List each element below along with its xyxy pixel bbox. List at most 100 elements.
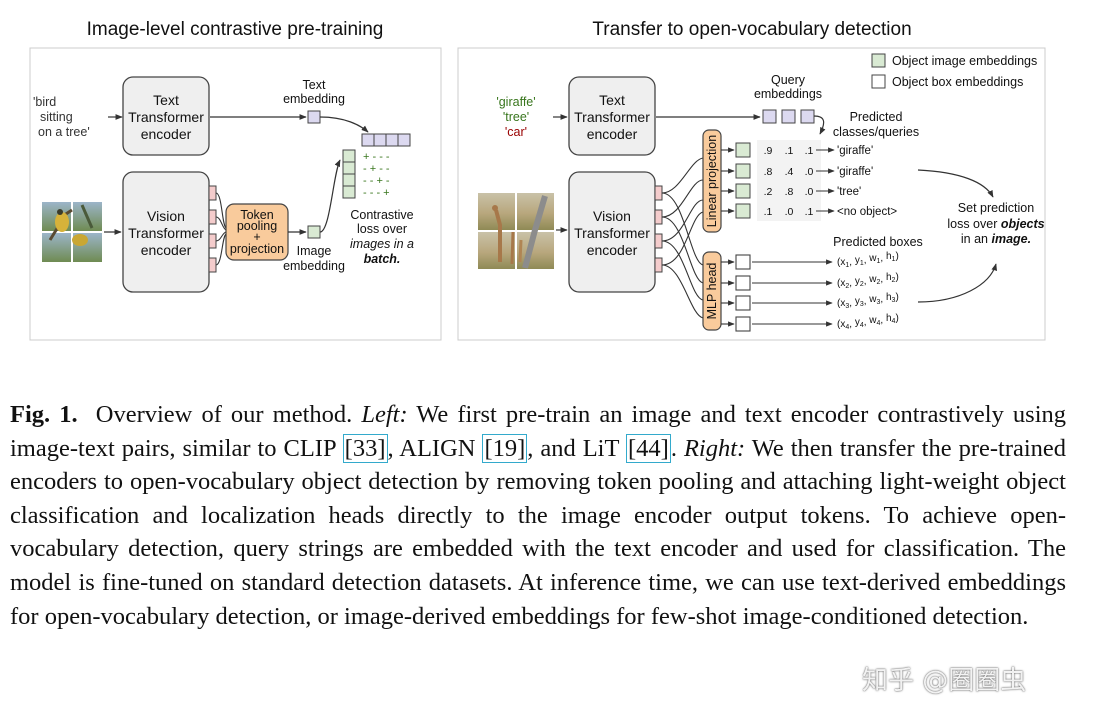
image-embedding-label: Image [297,244,332,258]
caption-left-label: Left: [361,401,408,428]
vision-encoder-label: Vision [593,208,631,224]
bird-image-patches [42,202,102,262]
predicted-box-coords: (x1, y1, w1, h1) [837,251,899,269]
left-vision-encoder [122,171,210,293]
arrow-queries-to-scores [813,115,826,135]
predicted-box-coords: (x3, y3, w3, h3) [837,292,899,310]
similarity-matrix-row: - - + - [363,175,390,187]
giraffe-image-patches [478,193,554,269]
similarity-matrix-row: - - - + [363,187,390,199]
predicted-class-label: <no object> [837,206,897,218]
input-text-line: on a tree' [38,125,90,139]
contrastive-note: loss over [357,222,407,236]
token-pooling-label: + [253,230,260,244]
predicted-box-coords: (x2, y2, w2, h2) [837,272,899,290]
token-connector [215,231,227,242]
vision-encoder-label: Transformer [574,225,650,241]
predicted-class-label: 'giraffe' [837,166,873,178]
set-loss-part: in an [961,232,992,246]
query-embeddings-label: Query [771,73,806,87]
token-connector [215,192,227,229]
predicted-box-coords: (x4, y4, w4, h4) [837,313,899,331]
image-embedding-label: embedding [283,259,345,273]
query-embedding-squares [762,109,815,124]
class-score: .0 [805,186,814,198]
set-loss-label: Set prediction [958,201,1034,215]
contrastive-note: images in a [350,237,414,251]
right-vision-encoder [568,171,656,293]
token-pooling-label: pooling [237,219,277,233]
input-caption-text: 'bird sitting on a tree' [33,95,90,139]
predicted-classes-title: classes/queries [833,125,919,139]
set-loss-part: loss over [947,217,1001,231]
citation-link[interactable]: [44] [626,433,671,463]
text-encoder-label: Text [153,92,179,108]
set-loss-emph: image. [991,232,1031,246]
right-text-encoder [568,76,656,156]
set-loss-label: loss over objects [947,217,1044,231]
query-string: 'tree' [503,110,529,124]
set-loss-emph: objects [1001,217,1045,231]
class-score: .0 [785,206,794,218]
predicted-class-label: 'giraffe' [837,145,873,157]
caption-text: Overview of our method. [95,401,353,428]
class-score: .0 [805,166,814,178]
token-pooling-label: Token [240,208,273,222]
left-text-encoder [122,76,210,156]
class-score: .8 [764,166,773,178]
left-panel-frame [29,47,442,341]
query-string: 'car' [505,125,527,139]
linear-projection-block [702,129,722,233]
text-embedding-label: embedding [283,92,345,106]
set-loss-label: in an image. [961,232,1031,246]
caption-text: , ALIGN [387,434,476,462]
query-embeddings-label: embeddings [754,87,822,101]
token-connector [215,216,227,231]
text-encoder-label: encoder [587,126,638,142]
linear-projection-label: Linear projection [705,135,719,227]
legend-label: Object box embeddings [892,75,1023,89]
predicted-boxes-title: Predicted boxes [833,235,923,249]
image-embedding-column [342,149,356,199]
class-score: .8 [785,186,794,198]
token-connector [215,233,227,266]
figure-label: Fig. 1. [10,401,78,428]
text-embedding-square [307,110,321,124]
arrow-text-embedding-to-matrix [319,116,369,133]
citation-link[interactable]: [33] [342,433,388,463]
text-encoder-label: Text [599,92,625,108]
text-encoder-label: encoder [141,126,192,142]
legend-label: Object image embeddings [892,54,1037,68]
similarity-matrix-row: + - - - [363,151,390,163]
class-embedding-rows [721,140,821,221]
class-score: .1 [785,145,794,157]
legend-swatch-box-embeddings [871,74,886,89]
text-embedding-row [361,133,411,147]
token-to-head-connections [661,157,704,319]
contrastive-note: batch. [364,252,401,266]
box-embedding-rows [721,254,833,332]
method-overview-diagram: Image-level contrastive pre-training 'bi… [29,19,1046,341]
vision-encoder-label: Transformer [128,225,204,241]
figure-caption: Fig. 1. Overview of our method. Left: We… [10,398,1066,633]
caption-text: We then transfer the pre-trained encoder… [10,434,1067,630]
right-panel-title: Transfer to open-vocabulary detection [592,19,911,40]
text-encoder-label: Transformer [574,109,650,125]
arrow-image-embedding-to-matrix [319,159,341,233]
right-panel-frame [457,47,1046,341]
predicted-class-label: 'tree' [837,186,861,198]
image-embedding-square [307,225,321,239]
contrastive-note: Contrastive [350,208,413,222]
class-score: .9 [764,145,773,157]
text-encoder-label: Transformer [128,109,204,125]
input-text-line: 'bird [33,95,56,109]
vision-encoder-label: encoder [587,242,638,258]
class-score: .2 [764,186,773,198]
similarity-matrix-row: - + - - [363,163,390,175]
class-score: .1 [805,145,814,157]
arrow-boxes-to-loss [917,263,997,303]
query-string: 'giraffe' [496,95,535,109]
predicted-classes-title: Predicted [850,110,903,124]
arrow-classes-to-loss [917,169,994,198]
citation-link[interactable]: [19] [482,433,528,463]
